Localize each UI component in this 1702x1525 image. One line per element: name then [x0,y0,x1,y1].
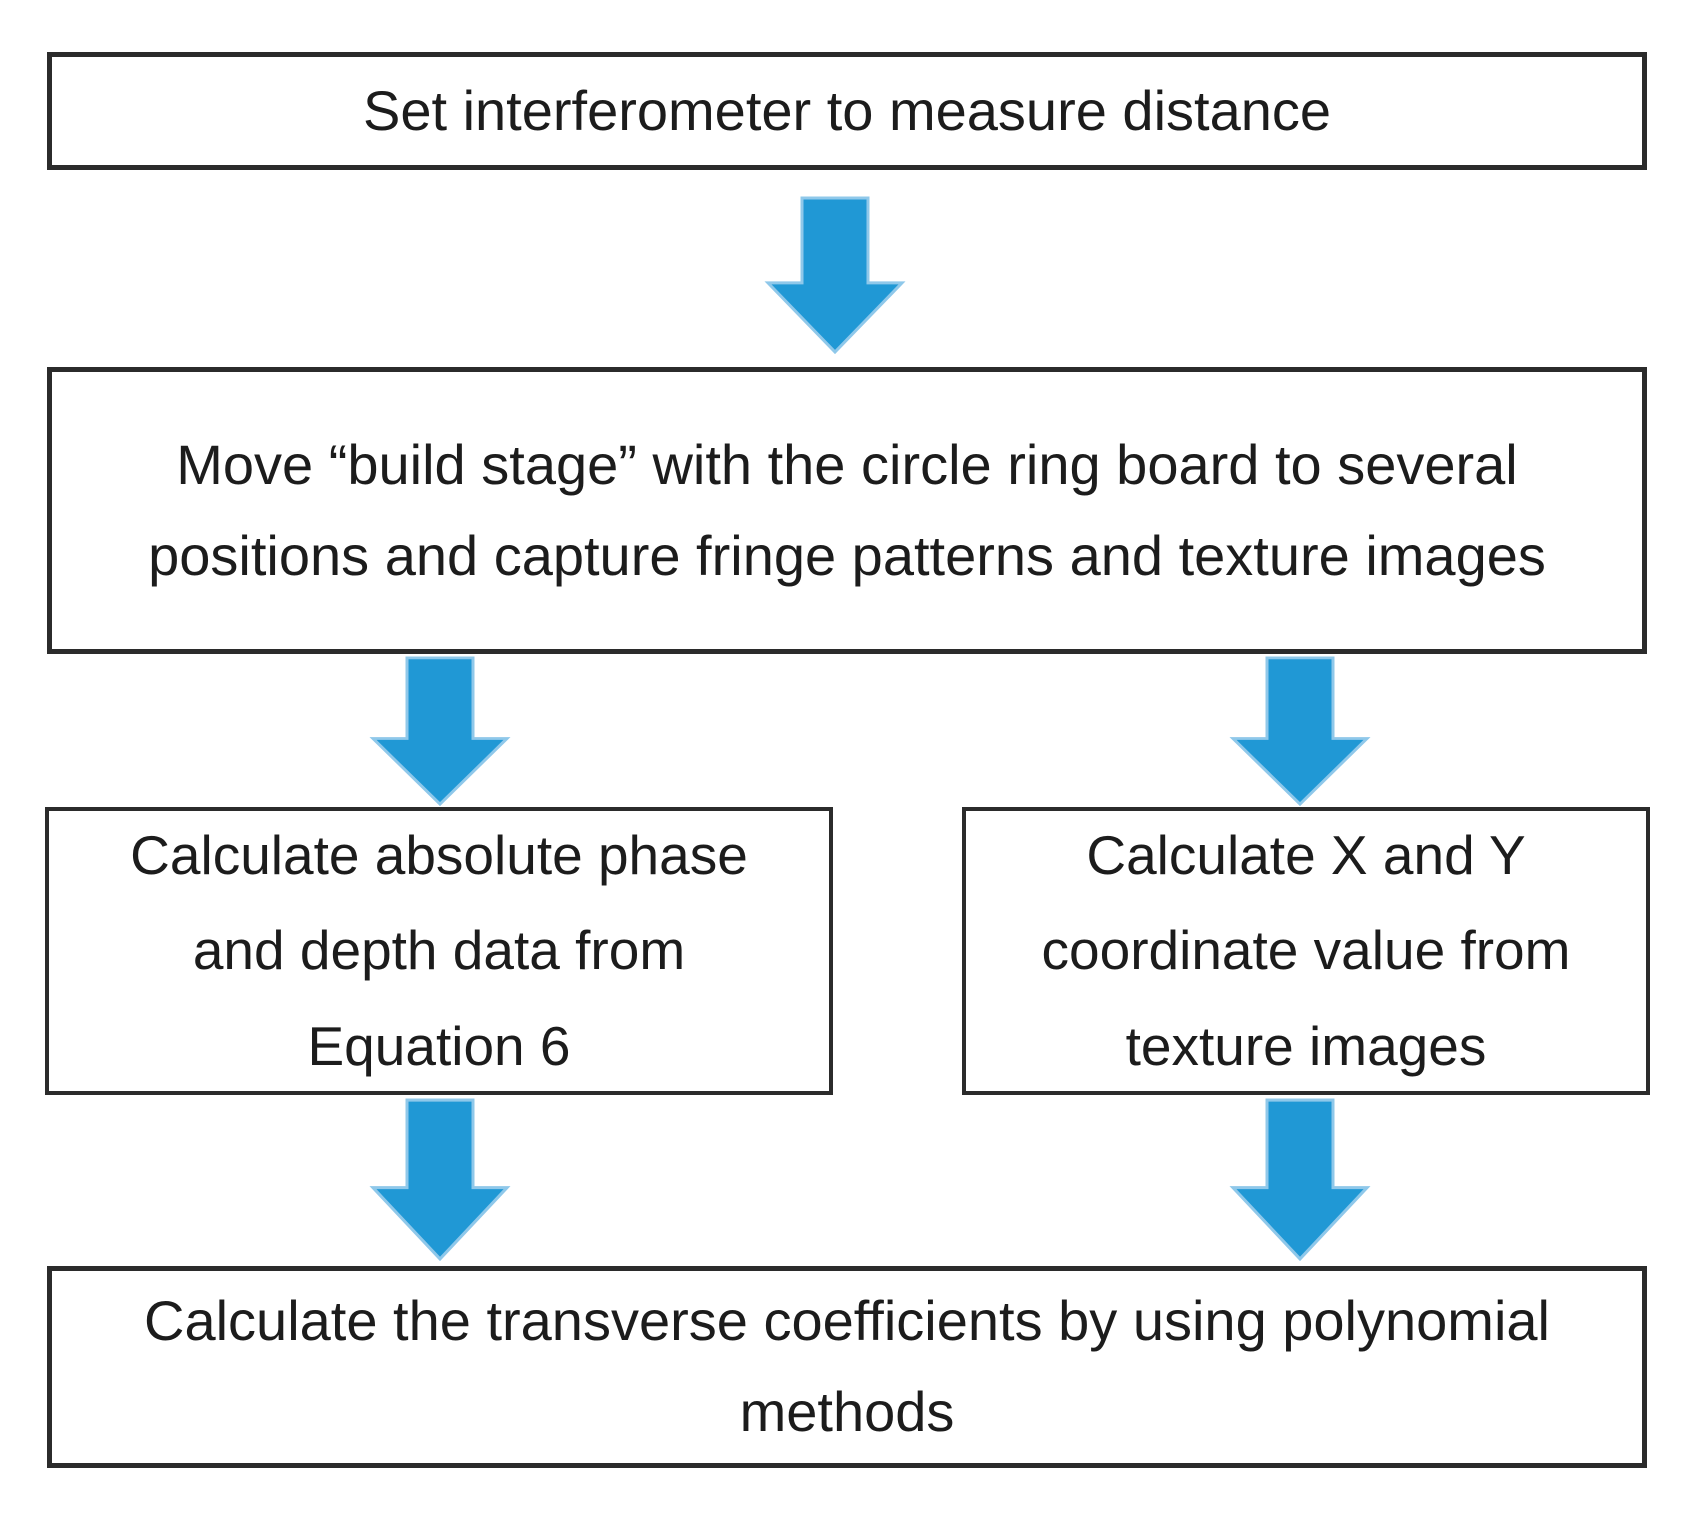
flow-node-calculate-absolute-phase: Calculate absolute phase and depth data … [45,807,833,1095]
flow-node-move-build-stage: Move “build stage” with the circle ring … [47,367,1647,654]
node-label: Set interferometer to measure distance [362,78,1332,142]
node-label: Move “build stage” with the circle ring … [148,432,1546,587]
down-block-arrow-icon [1229,656,1371,806]
down-block-arrow-icon [1229,1098,1371,1261]
flow-node-calculate-xy-coordinate: Calculate X and Y coordinate value from … [962,807,1650,1095]
flow-node-set-interferometer: Set interferometer to measure distance [47,52,1647,170]
node-label: Calculate absolute phase and depth data … [130,824,748,1077]
down-block-arrow-icon [764,196,906,354]
node-label: Calculate X and Y coordinate value from … [1041,824,1571,1077]
down-block-arrow-icon [369,1098,511,1261]
node-label: Calculate the transverse coefficients by… [144,1289,1550,1443]
down-block-arrow-icon [369,656,511,806]
flow-node-calculate-transverse-coefficients: Calculate the transverse coefficients by… [47,1266,1647,1468]
